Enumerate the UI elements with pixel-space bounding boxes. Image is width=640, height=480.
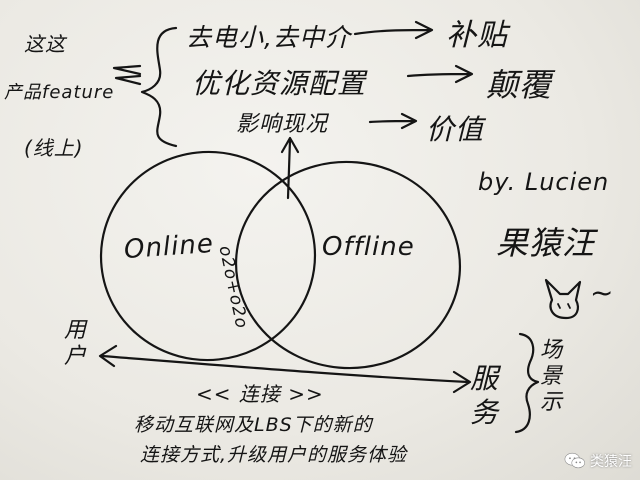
wechat-icon <box>564 452 585 469</box>
curly-brace <box>140 26 178 148</box>
arrow-subsidy <box>353 20 434 40</box>
double-left-arrow <box>112 64 142 86</box>
author-tail: ~ <box>590 276 615 309</box>
point-3-result: 价值 <box>426 113 485 146</box>
author-alias: 果猿汪 <box>496 224 596 262</box>
watermark: 类猿汪 <box>564 450 632 472</box>
point-1-text: 去电小,去中介 <box>186 23 351 52</box>
point-2-result: 颠覆 <box>486 66 553 104</box>
left-label-line2: 产品feature <box>4 82 115 103</box>
venn-online-circle <box>99 150 317 362</box>
user-label: 用户 <box>64 318 88 369</box>
footer-line1: 移动互联网及LBS下的新的 <box>134 414 373 436</box>
watermark-text: 类猿汪 <box>590 454 632 470</box>
footer-line2: 连接方式,升级用户的服务体验 <box>140 444 408 466</box>
left-label-line1: 这这 <box>24 32 66 56</box>
point-1-result: 补贴 <box>446 18 508 53</box>
arrow-value <box>368 112 418 130</box>
venn-offline-label: Offline <box>322 232 415 262</box>
point-2-text: 优化资源配置 <box>192 67 367 100</box>
connection-arrow <box>98 344 472 394</box>
scene-label: 场景示 <box>540 338 564 415</box>
service-label: 服务 <box>470 362 500 429</box>
point-3-text: 影响现况 <box>236 112 329 137</box>
left-label-line3: (线上) <box>24 136 84 160</box>
arrow-up <box>280 136 300 200</box>
venn-offline-circle <box>234 160 462 370</box>
connection-label: << 连接 >> <box>196 382 324 406</box>
cat-doodle <box>544 278 582 320</box>
arrow-disrupt <box>406 64 474 84</box>
author-name: by. Lucien <box>478 168 610 196</box>
venn-online-label: Online <box>123 228 215 266</box>
scene-brace <box>514 332 540 434</box>
